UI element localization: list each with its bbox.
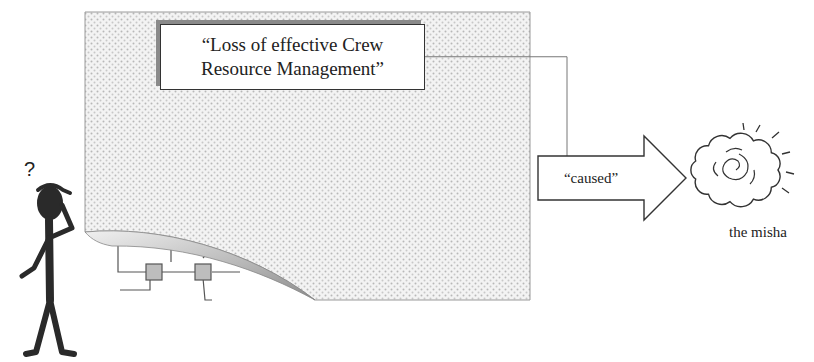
report-sheet: [85, 12, 530, 300]
mishap-label: the misha: [686, 224, 804, 241]
cloud-swirl: [713, 148, 754, 184]
causal-arrow: [425, 57, 686, 220]
connector-lead: [425, 57, 567, 156]
question-mark: ?: [24, 158, 35, 181]
crm-box: “Loss of effective Crew Resource Managem…: [160, 24, 425, 90]
cloud-outline: [691, 133, 780, 207]
burst-lines: [743, 123, 794, 193]
mishap-explosion: the misha: [686, 122, 804, 241]
block-arrow: [538, 136, 686, 220]
edge-label: “caused”: [562, 170, 620, 187]
puzzled-figure: [22, 185, 74, 354]
cause-text: “Loss of effective Crew Resource Managem…: [171, 33, 414, 81]
page-curl: [85, 231, 315, 300]
explosion-cloud: [686, 122, 804, 210]
